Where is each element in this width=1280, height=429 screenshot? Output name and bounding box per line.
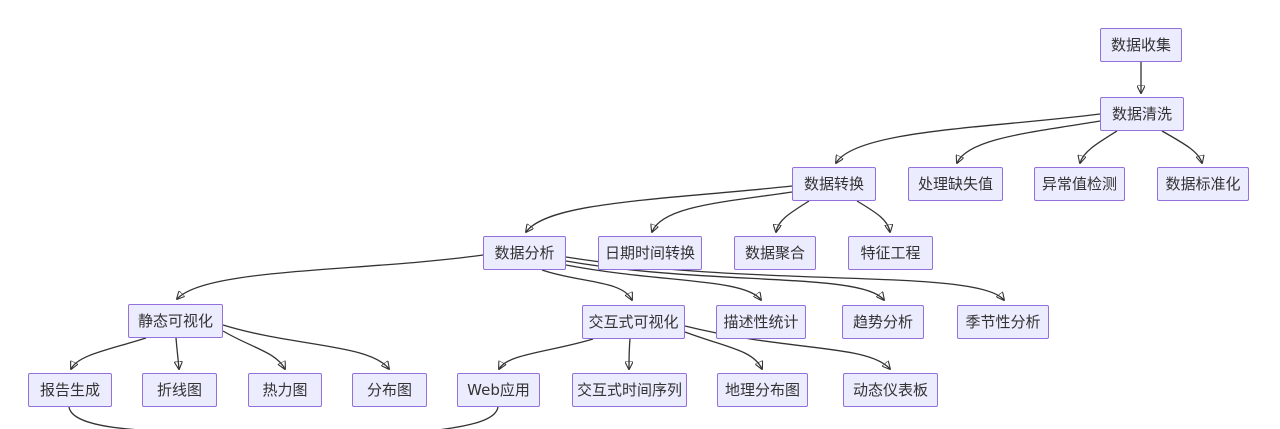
node-label: 报告生成: [39, 380, 100, 399]
node-label: 热力图: [262, 380, 308, 399]
node-seasonality-analysis: 季节性分析: [957, 305, 1049, 339]
node-label: 分布图: [366, 380, 412, 399]
edge-transform-feature: [856, 200, 890, 232]
edge-static-viz-line-chart: [176, 337, 179, 369]
node-label: 数据标准化: [1165, 174, 1241, 193]
node-report-generation: 报告生成: [28, 373, 112, 407]
node-outlier-detection: 异常值检测: [1034, 167, 1125, 201]
node-data-cleaning: 数据清洗: [1100, 97, 1184, 131]
node-static-visualization: 静态可视化: [128, 304, 223, 338]
node-label: Web应用: [467, 380, 530, 399]
node-label: 数据分析: [494, 243, 555, 262]
node-trend-analysis: 趋势分析: [842, 305, 924, 339]
edge-clean-missing: [957, 120, 1101, 163]
node-datetime-conversion: 日期时间转换: [598, 236, 702, 270]
node-label: 数据聚合: [744, 243, 805, 262]
node-handle-missing-values: 处理缺失值: [908, 167, 1003, 201]
node-interactive-time-series: 交互式时间序列: [572, 373, 687, 407]
node-distribution-chart: 分布图: [352, 373, 427, 407]
edge-clean-outlier: [1080, 130, 1118, 163]
node-web-app: Web应用: [457, 373, 540, 407]
node-label: 数据转换: [803, 174, 864, 193]
node-label: 趋势分析: [852, 312, 913, 331]
node-data-aggregation: 数据聚合: [734, 236, 816, 270]
edge-analysis-static-viz: [177, 254, 484, 299]
node-label: 描述性统计: [723, 312, 799, 331]
node-label: 异常值检测: [1041, 174, 1117, 193]
node-data-analysis: 数据分析: [483, 236, 566, 270]
edge-clean-standardize: [1161, 130, 1202, 163]
node-feature-engineering: 特征工程: [848, 236, 933, 270]
node-label: 地理分布图: [724, 380, 800, 399]
node-label: 处理缺失值: [917, 174, 993, 193]
node-line-chart: 折线图: [142, 373, 217, 407]
node-interactive-visualization: 交互式可视化: [582, 305, 685, 339]
node-label: 季节性分析: [965, 312, 1041, 331]
node-dynamic-dashboard: 动态仪表板: [843, 373, 938, 407]
edge-stub-web-app-offscreen: [440, 406, 499, 429]
node-label: 数据收集: [1110, 35, 1171, 54]
edge-analysis-descriptive: [565, 264, 761, 300]
edge-transform-aggregate: [776, 200, 810, 232]
edge-stub-report-offscreen: [68, 406, 136, 429]
node-data-standardization: 数据标准化: [1157, 167, 1249, 201]
node-label: 动态仪表板: [852, 380, 928, 399]
node-label: 数据清洗: [1111, 104, 1172, 123]
edge-static-viz-heatmap: [222, 330, 285, 369]
node-label: 交互式可视化: [588, 312, 679, 331]
edge-analysis-interactive-viz: [541, 269, 632, 300]
edge-clean-transform: [836, 113, 1101, 163]
node-descriptive-statistics: 描述性统计: [716, 305, 806, 339]
edge-interactive-viz-web-app: [499, 338, 594, 369]
node-geographic-distribution-map: 地理分布图: [717, 373, 808, 407]
node-data-collection: 数据收集: [1100, 28, 1182, 62]
node-label: 特征工程: [860, 243, 921, 262]
edge-transform-analysis: [526, 185, 793, 232]
node-label: 静态可视化: [137, 311, 213, 330]
edge-interactive-viz-interactive-ts: [629, 338, 630, 369]
node-data-transformation: 数据转换: [792, 167, 876, 201]
node-label: 交互式时间序列: [576, 380, 682, 399]
edge-transform-datetime: [652, 191, 793, 232]
node-label: 折线图: [156, 380, 202, 399]
node-label: 日期时间转换: [604, 243, 695, 262]
edge-static-viz-distribution: [222, 324, 389, 369]
edge-static-viz-report: [71, 337, 147, 369]
node-heatmap: 热力图: [248, 373, 322, 407]
